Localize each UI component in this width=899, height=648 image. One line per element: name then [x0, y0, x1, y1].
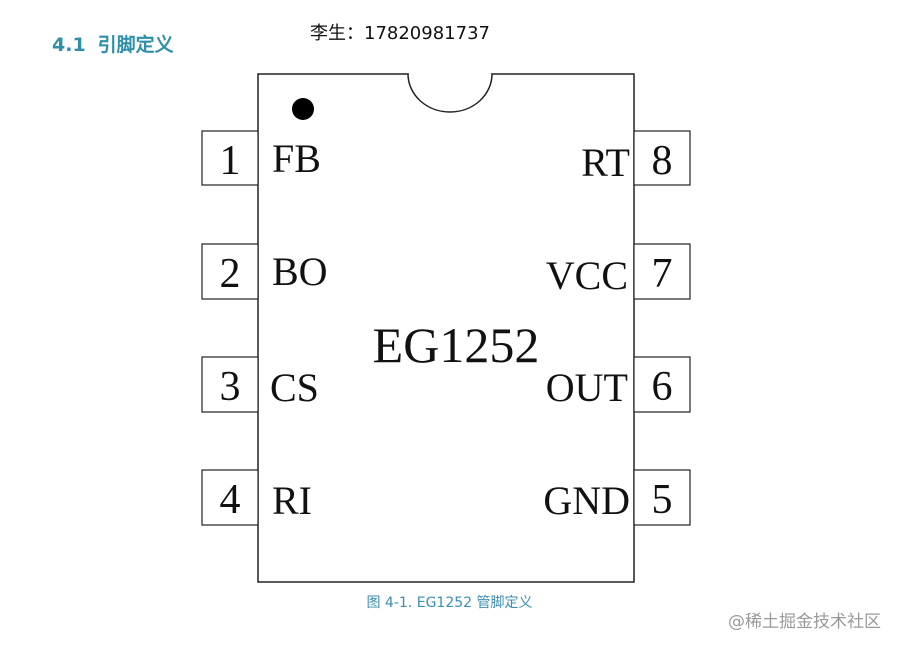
- pin-label-out: OUT: [546, 365, 628, 410]
- pin-box-7: [633, 243, 691, 300]
- section-number: 4.1: [52, 34, 86, 56]
- pin-label-rt: RT: [581, 140, 630, 185]
- pin-label-vcc: VCC: [546, 253, 628, 298]
- pin-box-6: [633, 356, 691, 413]
- chip-notch: [407, 73, 493, 113]
- pin-number-2: 2: [220, 251, 241, 297]
- pin-number-5: 5: [652, 477, 673, 523]
- pin-number-8: 8: [652, 138, 673, 184]
- pin-box-2: [201, 243, 259, 300]
- figure-caption-number: 图 4-1.: [366, 595, 413, 611]
- contact-info: 李生：17820981737: [310, 23, 490, 44]
- pin-box-1: [201, 130, 259, 186]
- pin-box-4: [201, 469, 259, 526]
- pin-number-3: 3: [220, 364, 241, 410]
- pin-label-cs: CS: [270, 365, 319, 410]
- pin-label-bo: BO: [272, 249, 328, 294]
- chip-body: [257, 73, 635, 583]
- pin-number-7: 7: [652, 251, 673, 297]
- figure-caption-text: EG1252 管脚定义: [416, 595, 533, 611]
- pin-box-3: [201, 356, 259, 413]
- pin-label-gnd: GND: [543, 478, 630, 523]
- chip-part-name: EG1252: [373, 317, 540, 373]
- pin-number-6: 6: [652, 364, 673, 410]
- pin-label-ri: RI: [272, 478, 312, 523]
- pin-number-1: 1: [220, 138, 241, 184]
- pin-label-fb: FB: [272, 136, 321, 181]
- pin-box-5: [633, 469, 691, 526]
- pin-box-8: [633, 130, 691, 186]
- pin-number-4: 4: [220, 477, 241, 523]
- pin1-marker-dot: [292, 98, 314, 120]
- section-title-text: 引脚定义: [97, 34, 174, 56]
- section-heading: 4.1 引脚定义: [52, 30, 174, 57]
- figure-caption: 图 4-1. EG1252 管脚定义: [0, 592, 899, 612]
- site-watermark: @稀土掘金技术社区: [728, 612, 881, 632]
